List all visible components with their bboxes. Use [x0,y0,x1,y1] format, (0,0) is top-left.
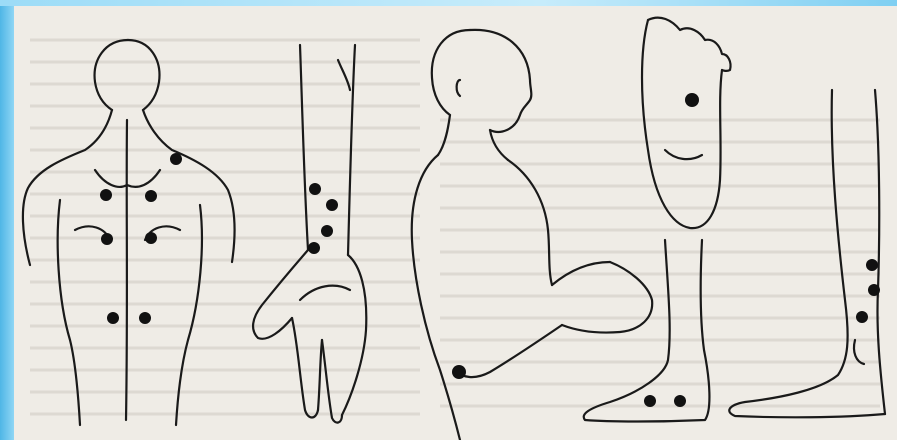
point-back-upper-left [100,189,112,201]
point-forearm-4 [308,242,320,254]
point-forearm-3 [321,225,333,237]
point-leg-3 [856,311,868,323]
point-back-upper-right [145,190,157,202]
point-forearm-2 [326,199,338,211]
sole-figure [642,18,731,229]
inner-ankle-figure [584,240,710,422]
point-sole [685,93,699,107]
point-leg-2 [868,284,880,296]
lower-leg-side-figure [729,90,885,417]
point-leg-1 [866,259,878,271]
forearm-palm-figure [253,45,366,423]
point-ankle-2 [674,395,686,407]
point-ankle-1 [644,395,656,407]
point-back-mid-left [101,233,113,245]
back-figure [23,40,235,425]
point-back-neck [170,153,182,165]
point-back-lower-left [107,312,119,324]
profile-arm-figure [412,30,652,440]
point-back-mid-right [145,232,157,244]
point-elbow [452,365,466,379]
point-forearm-1 [309,183,321,195]
point-back-lower-right [139,312,151,324]
acupressure-points [100,93,880,407]
